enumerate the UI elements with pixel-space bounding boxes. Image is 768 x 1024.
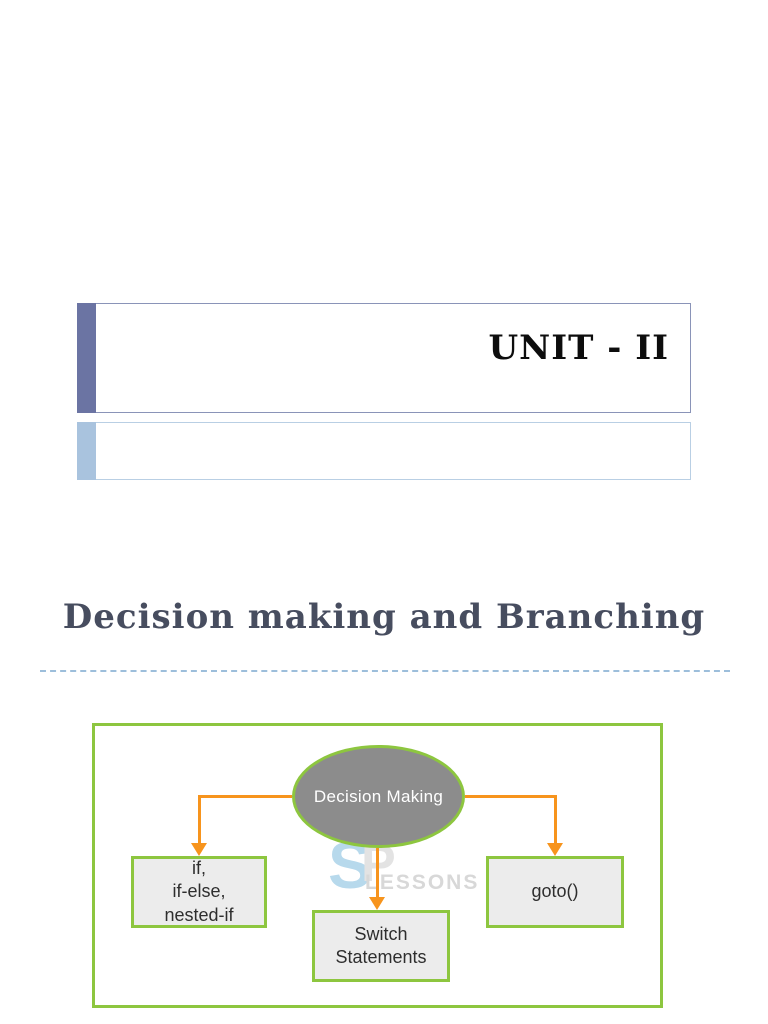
subtitle-placeholder bbox=[77, 422, 691, 480]
if-statements-node: if, if-else, nested-if bbox=[131, 856, 267, 928]
node-label-line: Statements bbox=[335, 947, 427, 967]
connector-middle-vertical bbox=[376, 848, 379, 897]
section-heading: Decision making and Branching bbox=[62, 597, 706, 637]
connector-right-horizontal bbox=[465, 795, 557, 798]
slide-title: UNIT - II bbox=[488, 328, 669, 368]
arrowhead-left-icon bbox=[191, 843, 207, 856]
connector-left-vertical bbox=[198, 795, 201, 843]
dashed-divider bbox=[40, 670, 730, 672]
title-placeholder: UNIT - II bbox=[77, 303, 691, 413]
node-label-line: if-else, bbox=[172, 881, 226, 902]
arrowhead-middle-icon bbox=[369, 897, 385, 910]
node-label-line: if, bbox=[191, 858, 206, 879]
goto-node: goto() bbox=[486, 856, 624, 928]
arrowhead-right-icon bbox=[547, 843, 563, 856]
switch-statements-node: Switch Statements bbox=[312, 910, 450, 982]
connector-left-horizontal bbox=[200, 795, 292, 798]
watermark-label: LESSONS bbox=[365, 871, 480, 894]
node-label-line: goto() bbox=[531, 881, 579, 902]
decision-making-node: Decision Making bbox=[292, 745, 465, 848]
node-label-line: nested-if bbox=[164, 904, 234, 925]
decision-making-diagram: S P LESSONS Decision Making if, if-else,… bbox=[92, 723, 663, 1008]
decision-making-label: Decision Making bbox=[313, 786, 444, 806]
title-accent-bar bbox=[77, 303, 96, 413]
subtitle-accent-bar bbox=[77, 422, 96, 480]
connector-right-vertical bbox=[554, 795, 557, 843]
node-label-line: Switch bbox=[354, 923, 408, 944]
